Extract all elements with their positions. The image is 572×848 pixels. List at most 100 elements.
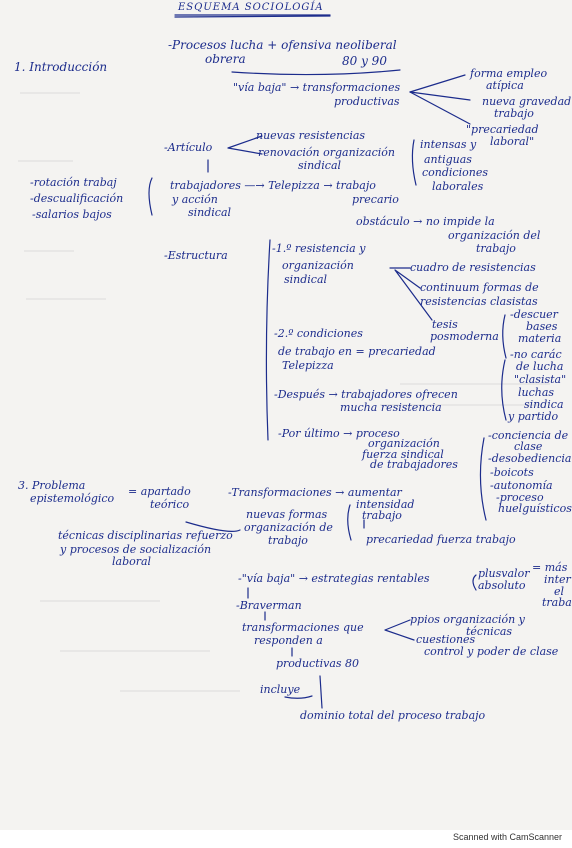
apartado-2: teórico (150, 498, 190, 511)
intensas-2: antiguas (424, 153, 472, 166)
despues-1: -Después → trabajadores ofrecen (274, 388, 458, 401)
trabajo-2: trabajo (268, 534, 308, 547)
estructura-2c: Telepizza (282, 359, 334, 372)
despues-2: mucha resistencia (340, 401, 442, 414)
conciencia-2: clase (514, 440, 543, 453)
sindical: sindical (298, 159, 342, 172)
descuer-3: materia (518, 332, 562, 345)
connector-lines (148, 14, 507, 709)
left-list-3: -salarios bajos (32, 208, 112, 221)
nocarac-3: "clasista" (514, 373, 567, 386)
articulo: -Artículo (164, 141, 213, 154)
tecnicas-2: y procesos de socialización (60, 543, 212, 556)
via-baja: "vía baja" → transformaciones (233, 81, 401, 94)
nocarac-1: -no carác (510, 348, 562, 361)
scanner-footer: Scanned with CamScanner (0, 830, 572, 848)
estructura-1: -1.º resistencia y (272, 242, 366, 255)
conciencia-4: -boicots (490, 466, 534, 479)
productivas-80: productivas 80 (276, 657, 360, 670)
ultimo-3: fuerza sindical (362, 448, 444, 461)
precariedad-fuerza: precariedad fuerza trabajo (366, 533, 516, 546)
conciencia-6: -proceso (496, 491, 544, 504)
braverman: -Braverman (236, 599, 302, 612)
plusvalor-1: plusvalor (478, 567, 530, 580)
transformaciones: -Transformaciones → aumentar (228, 486, 402, 499)
ppios-2: técnicas (466, 625, 513, 638)
ppios-1: ppios organización y (410, 613, 525, 626)
mas-4: traba (542, 596, 572, 609)
descuer-1: -descuer (510, 308, 558, 321)
precario: precario (352, 193, 399, 206)
left-list-1: -rotación trabaj (30, 176, 117, 189)
estructura-1b: organización (282, 259, 354, 272)
nocarac-6: y partido (508, 410, 559, 423)
obstaculo: obstáculo → no impide la (356, 215, 495, 228)
intensas-1: intensas y (420, 138, 477, 151)
tesis-2: posmoderna (430, 330, 499, 343)
conciencia-5: -autonomía (490, 479, 553, 492)
estructura: -Estructura (164, 249, 228, 262)
conciencia-7: huelguísticos (498, 502, 572, 515)
forma-empleo-4: trabajo (494, 107, 534, 120)
left-list-2: -descualificación (30, 192, 124, 205)
intensas-3: condiciones (422, 166, 488, 179)
sindical-2: sindical (188, 206, 232, 219)
mas-3: el (554, 585, 565, 598)
nuevas-resistencias: nuevas resistencias (256, 129, 366, 142)
precariedad-1: "precariedad (466, 123, 539, 136)
tesis-1: tesis (432, 318, 458, 331)
nocarac-5: sindica (524, 398, 564, 411)
mas-1: = más (532, 561, 568, 574)
years: 80 y 90 (342, 54, 387, 68)
ppios-4: control y poder de clase (424, 645, 559, 658)
problema-heading-1: 3. Problema (18, 479, 86, 492)
mas-2: inter (544, 573, 571, 586)
incluye: incluye (260, 683, 301, 696)
ppios-3: cuestiones (416, 633, 476, 646)
productivas: productivas (334, 95, 400, 108)
conciencia-1: -conciencia de (488, 429, 569, 442)
estructura-2: -2.º condiciones (274, 327, 363, 340)
ultimo-2: organización (368, 437, 440, 450)
intro-heading: 1. Introducción (14, 60, 108, 74)
via-baja-2: -"vía baja" → estrategias rentables (238, 572, 430, 585)
problema-heading-2: epistemológico (30, 492, 115, 505)
intensidad-2: trabajo (362, 509, 402, 522)
organizacion-de: organización de (244, 521, 333, 534)
renovacion: renovación organización (258, 146, 395, 159)
trabajo: trabajo (476, 242, 516, 255)
subtitle: -Procesos lucha + ofensiva neoliberal (168, 38, 397, 52)
plusvalor-2: absoluto (478, 579, 526, 592)
intensas-4: laborales (432, 180, 484, 193)
dominio-total: dominio total del proceso trabajo (300, 709, 486, 722)
trabajadores-line: trabajadores —→ Telepizza → trabajo (170, 179, 376, 192)
intensidad-1: intensidad (356, 498, 415, 511)
subtitle-line2: obrera (205, 52, 246, 66)
continuum-2: resistencias clasistas (420, 295, 538, 308)
continuum-1: continuum formas de (420, 281, 539, 294)
precariedad-2: laboral" (490, 135, 535, 148)
ultimo-1: -Por último → proceso (278, 427, 400, 440)
ultimo-4: de trabajadores (370, 458, 458, 471)
nocarac-2: de lucha (516, 360, 564, 373)
braverman-transf-1: transformaciones que (242, 621, 364, 634)
scanned-notes-page: ESQUEMA SOCIOLOGÍA 1. Introducción -Proc… (0, 0, 572, 830)
forma-empleo-3: nueva gravedad (482, 95, 572, 108)
braverman-transf-2: responden a (254, 634, 323, 647)
forma-empleo-1: forma empleo (470, 67, 548, 80)
scanner-credit: Scanned with CamScanner (452, 832, 562, 842)
nocarac-4: luchas (518, 386, 555, 399)
organizacion-del: organización del (448, 229, 541, 242)
forma-empleo-2: atípica (486, 79, 524, 92)
estructura-1c: sindical (284, 273, 328, 286)
tecnicas-1: técnicas disciplinarias refuerzo (58, 529, 233, 542)
cuadro-resistencias: cuadro de resistencias (410, 261, 536, 274)
estructura-2b: de trabajo en = precariedad (278, 345, 436, 358)
conciencia-3: -desobediencia (488, 452, 572, 465)
page-title: ESQUEMA SOCIOLOGÍA (178, 2, 324, 13)
apartado-1: = apartado (128, 485, 191, 498)
nuevas-formas: nuevas formas (246, 508, 328, 521)
y-accion: y acción (172, 193, 218, 206)
descuer-2: bases (526, 320, 558, 333)
tecnicas-3: laboral (112, 555, 152, 568)
